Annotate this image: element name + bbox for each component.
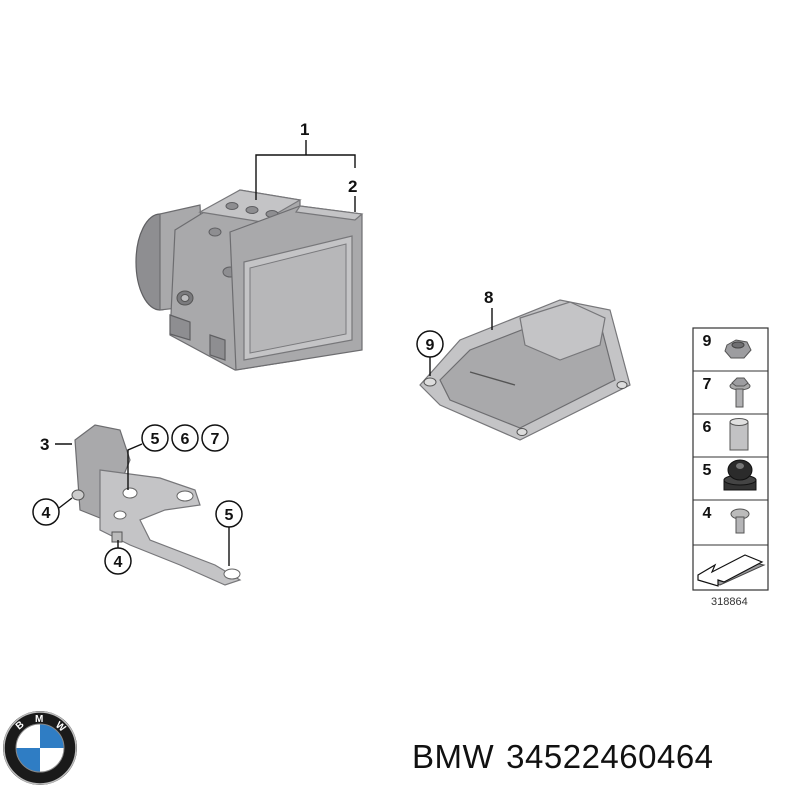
callout-7: 7 [211, 431, 220, 448]
hex-nut-icon [724, 339, 752, 359]
sleeve-icon [729, 418, 749, 451]
logo-letter-m: M [35, 714, 43, 725]
callout-4a: 4 [42, 505, 51, 522]
part-number: 34522460464 [506, 738, 714, 775]
callout-3: 3 [40, 435, 49, 454]
callout-circle-6 [171, 424, 199, 452]
leader-line-4a [58, 497, 73, 509]
callout-8: 8 [484, 288, 493, 307]
callout-9: 9 [426, 337, 435, 354]
abs-hydraulic-unit [135, 189, 364, 371]
brand-name: BMW [412, 738, 495, 775]
callout-5b: 5 [225, 507, 234, 524]
protective-cover [419, 299, 631, 441]
flange-bolt-icon [729, 377, 751, 408]
leader-line-1 [255, 154, 356, 200]
legend-item-4: 4 [703, 505, 712, 522]
callout-circle-5a [141, 424, 169, 452]
callout-2: 2 [348, 177, 357, 196]
legend-item-6: 6 [703, 419, 712, 436]
callout-circle-7 [201, 424, 229, 452]
mounting-bracket [71, 424, 242, 586]
screw-icon [730, 508, 750, 534]
part-caption: BMW 34522460464 [412, 738, 726, 776]
legend-item-5: 5 [703, 462, 712, 479]
legend-item-9: 9 [703, 333, 712, 350]
callout-4b: 4 [114, 554, 123, 571]
callout-circle-4a [32, 498, 60, 526]
callout-1: 1 [300, 120, 309, 139]
hardware-legend: 9 7 6 5 4 [692, 327, 769, 591]
callout-5a: 5 [151, 431, 160, 448]
legend-item-7: 7 [703, 376, 712, 393]
leader-line-567 [127, 443, 143, 490]
diagram-id: 318864 [711, 596, 748, 608]
bmw-logo: B M W [3, 711, 77, 785]
callout-6: 6 [181, 431, 190, 448]
installation-arrow-icon [697, 554, 766, 587]
rubber-mount-icon [723, 459, 757, 491]
